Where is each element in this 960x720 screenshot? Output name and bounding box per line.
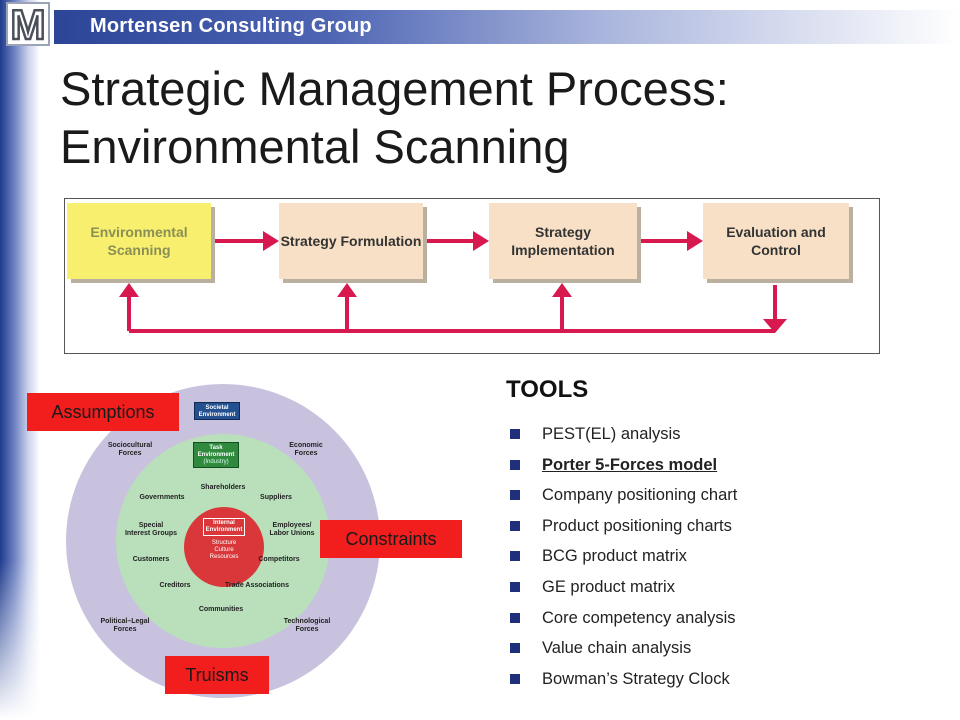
tool-item-value-chain: Value chain analysis xyxy=(510,633,737,664)
actor-customers: Customers xyxy=(132,556,170,563)
square-bullet-icon xyxy=(510,612,520,623)
square-bullet-icon xyxy=(510,643,520,654)
tool-item-porter-5-forces[interactable]: Porter 5-Forces model xyxy=(510,450,737,481)
arrowhead-up-1 xyxy=(119,283,139,297)
force-technological: Technological Forces xyxy=(283,618,331,633)
process-step-label: Strategy Implementation xyxy=(511,224,615,258)
callout-assumptions: Assumptions xyxy=(27,393,179,431)
process-step-environmental-scanning: Environmental Scanning xyxy=(67,203,211,279)
process-step-strategy-formulation: Strategy Formulation xyxy=(279,203,423,279)
actor-trade-associations: Trade Associations xyxy=(225,582,289,589)
actor-shareholders: Shareholders xyxy=(200,484,246,491)
square-bullet-icon xyxy=(510,581,520,592)
process-diagram: Environmental Scanning Strategy Formulat… xyxy=(64,198,880,354)
actor-governments: Governments xyxy=(139,494,185,501)
internal-environment-elements: Structure Culture Resources xyxy=(209,540,239,560)
tool-item-text: Company positioning chart xyxy=(542,486,738,505)
tools-list: PEST(EL) analysis Porter 5-Forces model … xyxy=(510,419,737,694)
process-step-strategy-implementation: Strategy Implementation xyxy=(489,203,637,279)
left-band-fade xyxy=(0,560,40,720)
actor-creditors: Creditors xyxy=(159,582,191,589)
arrowhead-up-3 xyxy=(552,283,572,297)
internal-environment-title: Internal Environment xyxy=(202,518,246,536)
tool-item-pestel: PEST(EL) analysis xyxy=(510,419,737,450)
arrowhead-right-1 xyxy=(263,231,279,251)
actor-special-interest-groups: Special Interest Groups xyxy=(124,522,178,537)
tool-item-bcg-matrix: BCG product matrix xyxy=(510,541,737,572)
square-bullet-icon xyxy=(510,459,520,470)
task-environment-title: Task Environment xyxy=(197,445,235,458)
company-name: Mortensen Consulting Group xyxy=(90,15,372,37)
actor-communities: Communities xyxy=(198,606,244,613)
header-bar xyxy=(54,10,960,44)
tool-item-text: Core competency analysis xyxy=(542,608,736,627)
tool-item-text: BCG product matrix xyxy=(542,547,687,566)
tools-heading: TOOLS xyxy=(506,376,589,403)
tool-item-link-text: Porter 5-Forces model xyxy=(542,455,718,474)
callout-constraints-text: Constraints xyxy=(345,528,437,549)
task-environment-label: Task Environment(Industry) xyxy=(193,442,239,468)
societal-environment-label: Societal Environment xyxy=(194,402,240,420)
tool-item-text: Product positioning charts xyxy=(542,516,732,535)
callout-constraints: Constraints xyxy=(320,520,462,558)
tool-item-text: PEST(EL) analysis xyxy=(542,425,681,443)
company-logo: M xyxy=(6,2,50,46)
force-sociocultural: Sociocultural Forces xyxy=(107,442,153,457)
tool-item-bowman-clock: Bowman’s Strategy Clock xyxy=(510,664,737,695)
actor-competitors: Competitors xyxy=(258,556,300,563)
process-step-label: Strategy Formulation xyxy=(280,233,422,249)
tool-item-core-competency: Core competency analysis xyxy=(510,603,737,634)
callout-truisms: Truisms xyxy=(165,656,269,694)
force-economic: Economic Forces xyxy=(289,442,323,457)
actor-suppliers: Suppliers xyxy=(260,494,292,501)
arrowhead-down xyxy=(763,319,787,333)
logo-letter: M xyxy=(11,4,46,44)
process-arrows xyxy=(119,231,787,333)
callout-assumptions-text: Assumptions xyxy=(51,401,155,422)
actor-employees-labor-unions: Employees/ Labor Unions xyxy=(269,522,315,537)
tool-item-company-positioning: Company positioning chart xyxy=(510,480,737,511)
arrowhead-right-3 xyxy=(687,231,703,251)
task-environment-subtitle: (Industry) xyxy=(203,459,229,465)
slide-title: Strategic Management Process: Environmen… xyxy=(60,62,729,173)
tool-item-product-positioning: Product positioning charts xyxy=(510,511,737,542)
tool-item-ge-matrix: GE product matrix xyxy=(510,572,737,603)
internal-environment-core xyxy=(184,507,264,587)
tool-item-text: Bowman’s Strategy Clock xyxy=(542,669,730,688)
environment-diagram: Societal Environment Task Environment(In… xyxy=(66,384,380,698)
square-bullet-icon xyxy=(510,551,520,562)
tool-item-text: Value chain analysis xyxy=(542,639,692,658)
arrowhead-right-2 xyxy=(473,231,489,251)
process-step-label: Evaluation and Control xyxy=(726,224,826,258)
force-political-legal: Political–Legal Forces xyxy=(100,618,150,633)
callout-truisms-text: Truisms xyxy=(185,664,249,685)
square-bullet-icon xyxy=(510,673,520,684)
square-bullet-icon xyxy=(510,429,520,439)
square-bullet-icon xyxy=(510,490,520,501)
tool-item-text: GE product matrix xyxy=(542,577,675,596)
arrowhead-up-2 xyxy=(337,283,357,297)
process-step-label: Environmental Scanning xyxy=(90,224,188,258)
square-bullet-icon xyxy=(510,520,520,531)
internal-environment-label: Internal Environment xyxy=(187,518,261,536)
process-step-evaluation-control: Evaluation and Control xyxy=(703,203,849,279)
